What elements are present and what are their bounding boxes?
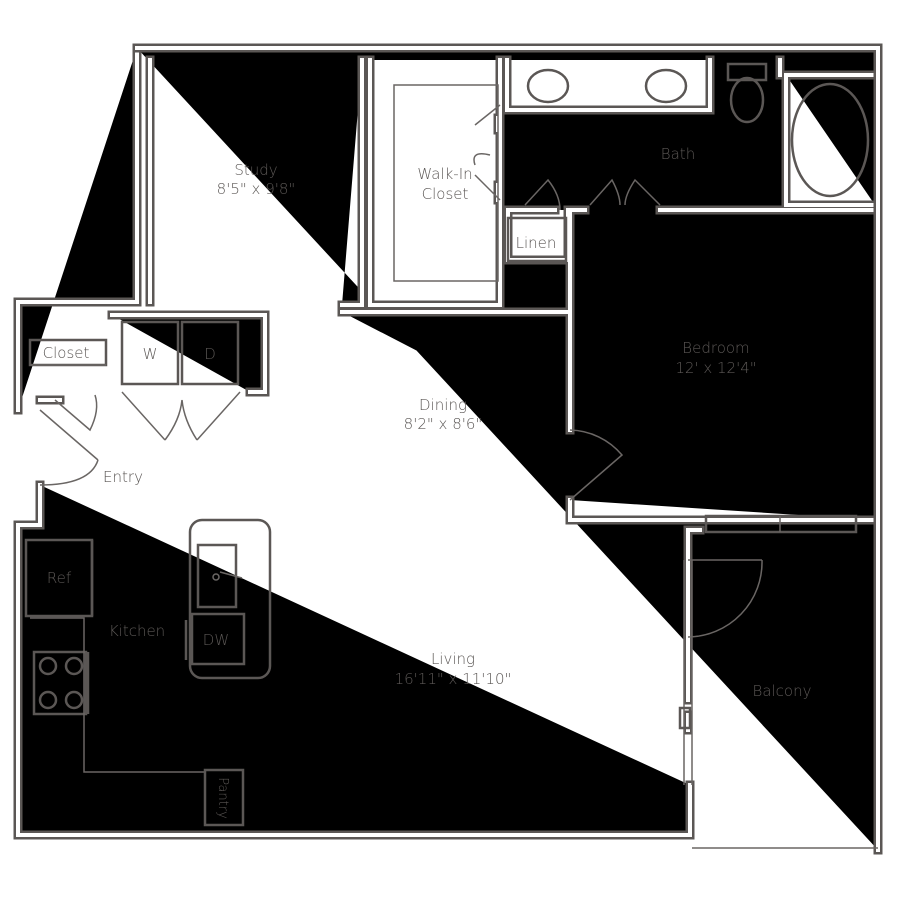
balcony-label: Balcony bbox=[753, 682, 812, 700]
bedroom-size: 12' x 12'4" bbox=[675, 359, 756, 377]
living-size: 16'11" x 11'10" bbox=[395, 670, 512, 688]
study-label: Study bbox=[234, 161, 277, 179]
washer-label: W bbox=[143, 345, 158, 363]
living-label: Living bbox=[431, 650, 475, 668]
dryer-label: D bbox=[204, 345, 216, 363]
entry-label: Entry bbox=[103, 468, 143, 486]
walls bbox=[18, 48, 878, 850]
walk-in-closet-label-2: Closet bbox=[422, 185, 469, 203]
dishwasher-label: DW bbox=[203, 631, 229, 649]
linen-label: Linen bbox=[516, 234, 557, 252]
pantry-label: Pantry bbox=[215, 777, 230, 819]
fixtures bbox=[24, 62, 878, 849]
dining-size: 8'2" x 8'6" bbox=[404, 415, 483, 433]
ref-label: Ref bbox=[47, 569, 72, 587]
bedroom-label: Bedroom bbox=[682, 339, 749, 357]
dining-label: Dining bbox=[419, 396, 467, 414]
kitchen-label: Kitchen bbox=[109, 622, 165, 640]
closet-label: Closet bbox=[43, 344, 90, 362]
bath-label: Bath bbox=[661, 145, 695, 163]
study-size: 8'5" x 9'8" bbox=[217, 180, 296, 198]
walk-in-closet-label: Walk-In bbox=[417, 165, 472, 183]
